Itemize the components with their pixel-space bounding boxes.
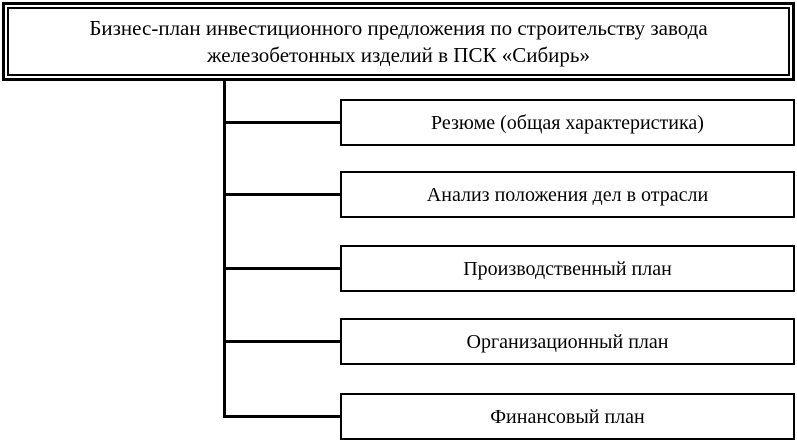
section-box: Производственный план bbox=[340, 245, 795, 292]
section-box: Резюме (общая характеристика) bbox=[340, 99, 795, 146]
diagram-title-box: Бизнес-план инвестиционного предложения … bbox=[2, 2, 795, 81]
connector-branch-line bbox=[226, 267, 341, 270]
section-label: Анализ положения дел в отрасли bbox=[426, 183, 709, 206]
section-label: Резюме (общая характеристика) bbox=[431, 111, 704, 134]
section-box: Анализ положения дел в отрасли bbox=[340, 171, 795, 218]
connector-branch-line bbox=[226, 193, 341, 196]
section-label: Производственный план bbox=[463, 257, 672, 280]
diagram-title-inner-border: Бизнес-план инвестиционного предложения … bbox=[7, 7, 790, 76]
connector-branch-line bbox=[226, 121, 341, 124]
section-box: Организационный план bbox=[340, 318, 795, 365]
section-label: Финансовый план bbox=[490, 405, 645, 428]
connector-branch-line bbox=[226, 415, 341, 418]
section-box: Финансовый план bbox=[340, 393, 795, 440]
section-label: Организационный план bbox=[466, 330, 669, 353]
diagram-title: Бизнес-план инвестиционного предложения … bbox=[89, 15, 708, 67]
connector-trunk-line bbox=[223, 81, 226, 418]
connector-branch-line bbox=[226, 340, 341, 343]
